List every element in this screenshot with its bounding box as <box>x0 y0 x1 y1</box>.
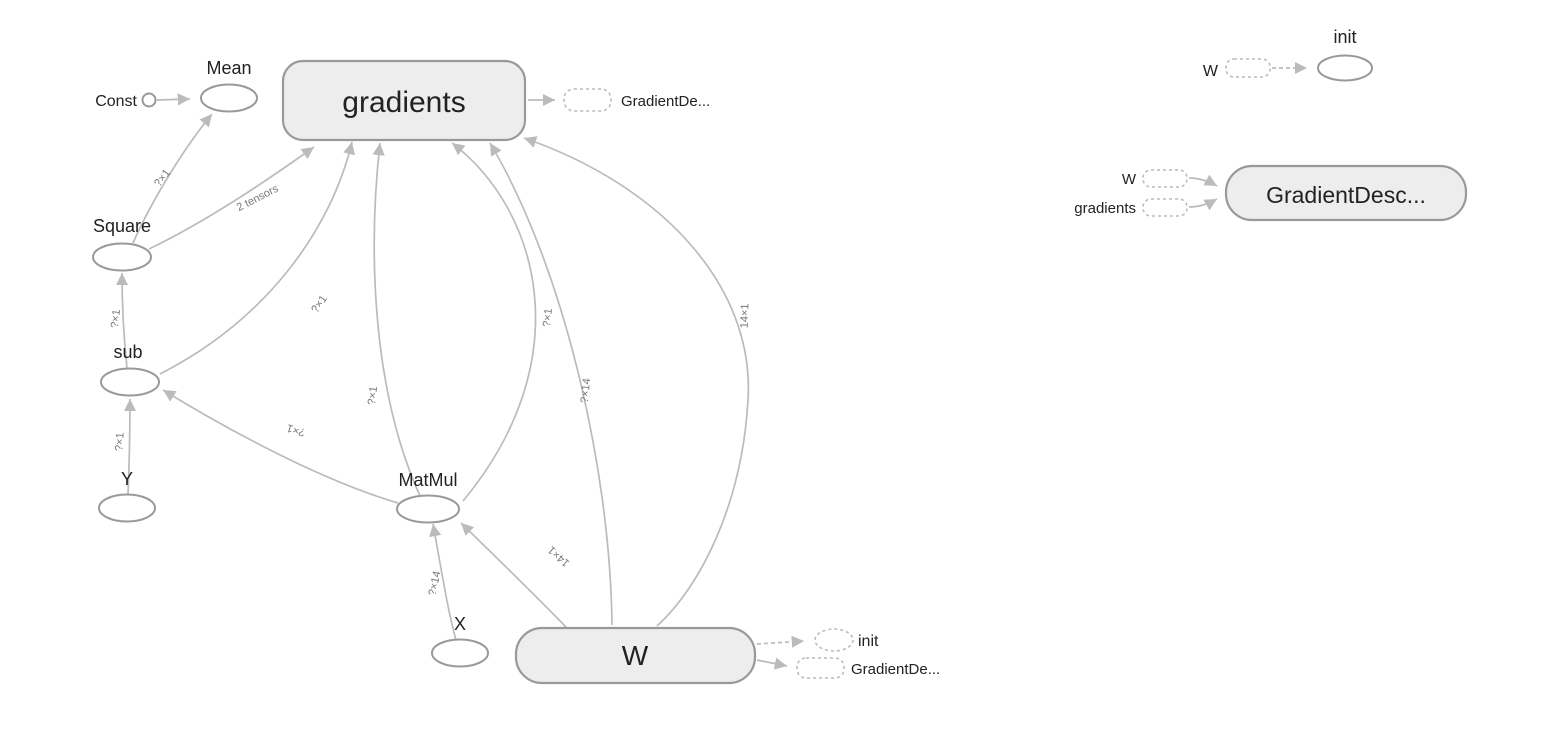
node-mean-label: Mean <box>206 58 251 78</box>
aux-init-label: init <box>1333 27 1356 47</box>
node-matmul-shape[interactable] <box>396 494 460 524</box>
node-const: Const <box>95 92 157 110</box>
aux-gd-input-gradients-shape[interactable] <box>1142 198 1188 217</box>
aux-gd-input-w-shape[interactable] <box>1142 169 1188 188</box>
edge-matmul-to-gradients-right <box>451 142 537 502</box>
aux-gd-input-gradients: gradients <box>1074 198 1188 217</box>
aux-gd-input-w-label: W <box>1122 171 1137 188</box>
edge-w-to-gradients-inner <box>489 142 613 626</box>
node-const-shape[interactable] <box>141 92 157 108</box>
node-const-label: Const <box>95 93 137 110</box>
ref-gradients-out: GradientDe... <box>563 88 710 112</box>
node-y-shape[interactable] <box>98 493 156 523</box>
edge-label-w-matmul: 14×1 <box>546 543 572 568</box>
edge-sub-to-square <box>115 272 129 369</box>
edge-label-gradients-sub: ?×1 <box>309 293 330 315</box>
aux-gd-shape[interactable] <box>1224 164 1468 222</box>
edge-w-to-grad-ref <box>756 657 788 670</box>
node-matmul-label: MatMul <box>398 470 457 490</box>
edge-label-matmul-sub: ?×1 <box>285 421 306 438</box>
aux-edges <box>1188 61 1307 211</box>
node-sub-shape[interactable] <box>100 367 160 397</box>
node-w: W <box>514 626 757 685</box>
aux-gd-input-w: W <box>1122 169 1188 188</box>
node-x-label: X <box>454 614 466 634</box>
node-w-shape[interactable] <box>514 626 757 685</box>
edge-w-to-gradients-outer <box>523 136 750 627</box>
aux-init-input-w-label: W <box>1203 63 1219 80</box>
node-square-label: Square <box>93 216 151 236</box>
ref-gradients-out-label: GradientDe... <box>621 93 710 110</box>
node-y-label: Y <box>121 469 133 489</box>
edge-wref-to-gd <box>1188 174 1218 187</box>
edge-w-to-matmul <box>460 522 567 628</box>
aux-node-init: init <box>1317 27 1373 82</box>
edge-label-gradients-w-outer: 14×1 <box>739 303 752 328</box>
node-sub: sub <box>100 342 160 397</box>
edge-label-gradients-w-inner: ?×14 <box>579 378 594 404</box>
edge-square-to-gradients <box>148 146 315 250</box>
ref-w-grad-out-label: GradientDe... <box>851 661 940 678</box>
edge-const-to-mean <box>156 93 191 106</box>
node-square: Square <box>92 216 152 272</box>
aux-init-input-w: W <box>1203 58 1271 80</box>
aux-init-shape[interactable] <box>1317 54 1373 82</box>
aux-graph-layer: init W GradientDesc... W gradients <box>1074 27 1468 222</box>
node-gradients: gradients <box>281 59 527 142</box>
edge-label-square-gradients: 2 tensors <box>235 182 281 213</box>
ref-gradients-out-shape[interactable] <box>563 88 612 112</box>
node-x-shape[interactable] <box>431 638 489 668</box>
ref-w-init-out-label: init <box>858 633 879 650</box>
edge-label-gradients-matmul-right: ?×1 <box>541 308 555 328</box>
edge-x-to-matmul <box>429 523 457 641</box>
edge-w-to-init-ref <box>756 635 805 648</box>
node-w-label: W <box>622 640 649 671</box>
edge-label-y-sub: ?×1 <box>113 432 126 451</box>
node-square-shape[interactable] <box>92 242 152 272</box>
edge-label-x-matmul: ?×14 <box>427 570 444 597</box>
ref-w-init-out: init <box>814 628 879 652</box>
aux-init-input-w-shape[interactable] <box>1225 58 1271 78</box>
aux-gd-label: GradientDesc... <box>1266 182 1426 208</box>
edge-label-sub-square: ?×1 <box>109 309 123 329</box>
aux-gd-input-gradients-label: gradients <box>1074 200 1136 217</box>
ref-w-grad-out-shape[interactable] <box>796 657 845 679</box>
node-gradients-label: gradients <box>342 86 465 119</box>
edge-gradientsref-to-gd <box>1188 198 1218 211</box>
edge-labels-layer: ?×1 2 tensors ?×1 ?×1 ?×1 ?×1 ?×1 ?×1 ?×… <box>109 167 751 597</box>
edges-layer <box>115 93 805 670</box>
node-sub-label: sub <box>113 342 142 362</box>
node-mean: Mean <box>200 58 258 113</box>
node-mean-shape[interactable] <box>200 83 258 113</box>
ref-w-init-out-shape[interactable] <box>814 628 854 652</box>
edge-matmul-to-gradients-left <box>372 142 421 497</box>
nodes-layer: Const Mean gradients GradientDe... Squar… <box>92 58 940 685</box>
ref-w-grad-out: GradientDe... <box>796 657 940 679</box>
node-matmul: MatMul <box>396 470 460 524</box>
edge-sub-to-gradients <box>159 141 356 375</box>
edge-label-square-mean: ?×1 <box>152 167 173 189</box>
aux-node-gradient-descent: GradientDesc... <box>1224 164 1468 222</box>
node-x: X <box>431 614 489 668</box>
node-gradients-shape[interactable] <box>281 59 527 142</box>
edge-matmul-to-sub <box>162 389 399 504</box>
node-y: Y <box>98 469 156 523</box>
edge-y-to-sub <box>123 398 137 495</box>
edge-label-gradients-matmul-left: ?×1 <box>366 386 380 406</box>
edge-square-to-mean <box>132 113 213 244</box>
